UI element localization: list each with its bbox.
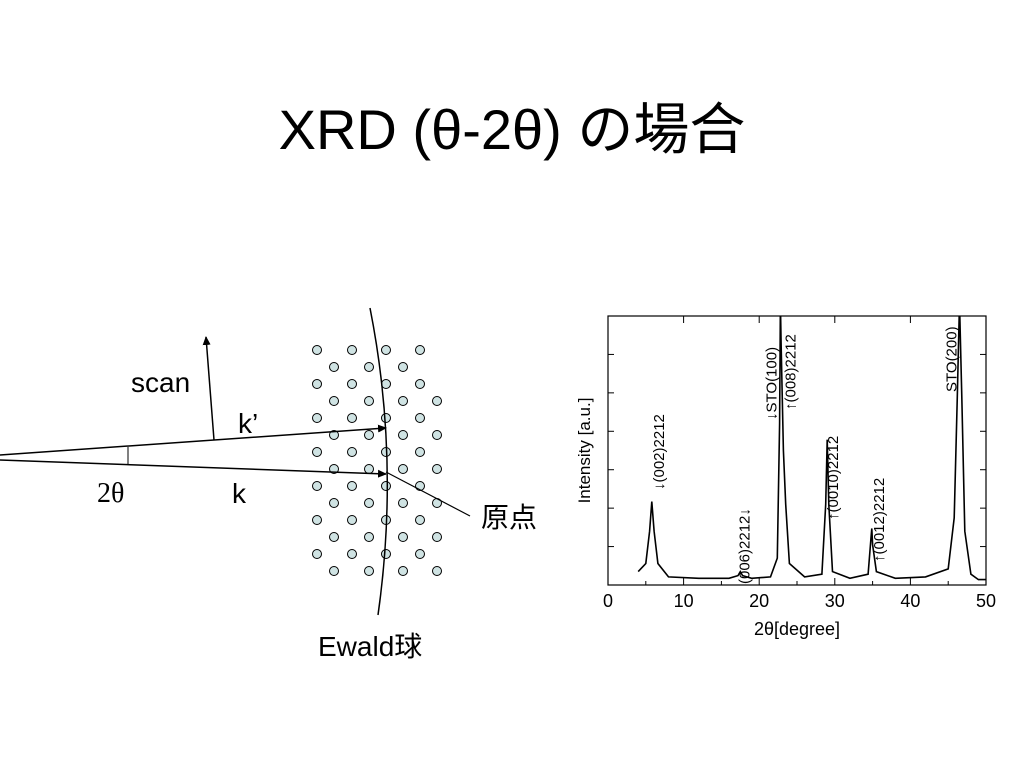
k-vector [0, 459, 387, 478]
lattice-point [432, 464, 442, 474]
lattice-point [415, 345, 425, 355]
lattice-point [398, 464, 408, 474]
lattice-point [347, 481, 357, 491]
peak-label: (006)2212↓ [736, 508, 753, 584]
lattice-point [364, 464, 374, 474]
lattice-point [415, 515, 425, 525]
two-theta-label: 2θ [97, 478, 125, 509]
lattice-point [329, 362, 339, 372]
lattice-point [432, 566, 442, 576]
lattice-point [364, 498, 374, 508]
lattice-point [347, 379, 357, 389]
lattice-point [415, 413, 425, 423]
lattice-point [398, 396, 408, 406]
lattice-point [398, 566, 408, 576]
peak-label: STO(200) [944, 326, 961, 392]
lattice-point [415, 447, 425, 457]
lattice-point [364, 396, 374, 406]
origin-label: 原点 [481, 502, 538, 533]
lattice-point [329, 498, 339, 508]
lattice-point [381, 481, 391, 491]
peak-label: ↑(0010)2212 [825, 436, 842, 520]
lattice-point [381, 379, 391, 389]
lattice-point [347, 345, 357, 355]
lattice-point [347, 447, 357, 457]
lattice-point [312, 549, 322, 559]
x-tick-label: 0 [603, 591, 613, 611]
lattice-point [364, 430, 374, 440]
peak-label: ↑(008)2212 [782, 334, 799, 410]
lattice-point [312, 515, 322, 525]
lattice-point [398, 430, 408, 440]
xrd-pattern-chart: 0 10 20 30 40 50 2θ[degree] Intensity [a.u.] ↓(0… [575, 315, 996, 639]
lattice-point [415, 549, 425, 559]
peak-label: ↑(0012)2212 [871, 478, 888, 562]
k-prime-label: k’ [238, 408, 259, 439]
lattice-point [347, 515, 357, 525]
intensity-line [637, 316, 986, 581]
ewald-diagram [0, 307, 471, 616]
lattice-point [432, 532, 442, 542]
slide-title: XRD (θ-2θ) の場合 [278, 98, 746, 161]
lattice-point [329, 566, 339, 576]
ewald-sphere-arc [369, 307, 389, 616]
k-prime-vector [0, 424, 387, 456]
k-label: k [232, 478, 246, 509]
peak-label: ↓(002)2212 [651, 414, 668, 490]
lattice-point [398, 498, 408, 508]
lattice-point [312, 379, 322, 389]
reciprocal-lattice-points [312, 345, 442, 576]
lattice-point [381, 345, 391, 355]
lattice-point [415, 379, 425, 389]
lattice-point [312, 481, 322, 491]
x-tick-label: 40 [900, 591, 920, 611]
lattice-point [329, 396, 339, 406]
x-tick-label: 10 [674, 591, 694, 611]
lattice-point [329, 430, 339, 440]
lattice-point [329, 464, 339, 474]
x-tick-label: 20 [749, 591, 769, 611]
lattice-point [364, 362, 374, 372]
lattice-point [347, 549, 357, 559]
lattice-point [329, 532, 339, 542]
lattice-point [364, 566, 374, 576]
peak-label: ↓STO(100) [763, 347, 780, 420]
lattice-point [312, 413, 322, 423]
lattice-point [381, 413, 391, 423]
origin-pointer [385, 471, 471, 517]
lattice-point [312, 447, 322, 457]
lattice-point [398, 362, 408, 372]
lattice-point [364, 532, 374, 542]
y-axis-label: Intensity [a.u.] [575, 398, 594, 504]
lattice-point [398, 532, 408, 542]
ewald-label: Ewald球 [318, 631, 423, 662]
x-tick-label: 30 [825, 591, 845, 611]
lattice-point [432, 396, 442, 406]
lattice-point [347, 413, 357, 423]
lattice-point [432, 430, 442, 440]
scan-label: scan [131, 367, 191, 398]
x-axis-label: 2θ[degree] [754, 619, 840, 639]
lattice-point [381, 549, 391, 559]
lattice-point [312, 345, 322, 355]
scan-arrow [202, 336, 215, 441]
x-tick-label: 50 [976, 591, 996, 611]
